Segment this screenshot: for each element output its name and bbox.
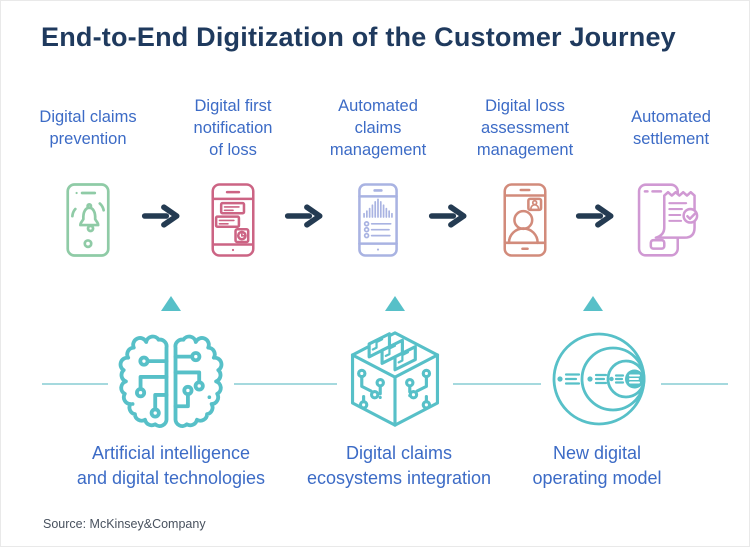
- stage-label: Digital claims prevention: [39, 108, 137, 148]
- phone-video-assessment-icon: [450, 181, 600, 259]
- flow-arrow-icon: [138, 204, 185, 228]
- circuit-cube-icon: [337, 327, 453, 431]
- brain-circuit-icon: [108, 334, 234, 430]
- enabler-label-operating-model: New digital operating model: [532, 443, 662, 488]
- phone-messages-icon: [158, 181, 308, 259]
- stage-label: Automated settlement: [631, 108, 711, 148]
- phone-analytics-icon: [303, 181, 453, 259]
- source-attribution: Source: McKinsey&Company: [43, 517, 206, 531]
- stage-automated-claims-management: Automated claims management: [303, 93, 453, 259]
- phone-receipt-icon: [596, 181, 746, 259]
- flow-arrow-icon: [425, 204, 472, 228]
- concentric-circles-icon: [541, 331, 661, 427]
- enabler-label-ai: Artificial intelligence and digital tech…: [76, 443, 266, 488]
- flow-arrow-icon: [572, 204, 619, 228]
- up-triangle-icon: [583, 296, 603, 311]
- stage-label: Digital first notification of loss: [193, 97, 273, 159]
- enabler-label-ecosystems: Digital claims ecosystems integration: [306, 443, 492, 488]
- stage-automated-settlement: Automated settlement: [596, 93, 746, 259]
- phone-bell-icon: [13, 181, 163, 259]
- stage-label: Automated claims management: [329, 97, 427, 159]
- page-title: End-to-End Digitization of the Customer …: [41, 22, 676, 52]
- stage-digital-first-notification: Digital first notification of loss: [158, 93, 308, 259]
- flow-arrow-icon: [281, 204, 328, 228]
- stage-digital-claims-prevention: Digital claims prevention: [13, 93, 163, 259]
- up-triangle-icon: [161, 296, 181, 311]
- stage-digital-loss-assessment: Digital loss assessment management: [450, 93, 600, 259]
- up-triangle-icon: [385, 296, 405, 311]
- stage-label: Digital loss assessment management: [476, 97, 574, 159]
